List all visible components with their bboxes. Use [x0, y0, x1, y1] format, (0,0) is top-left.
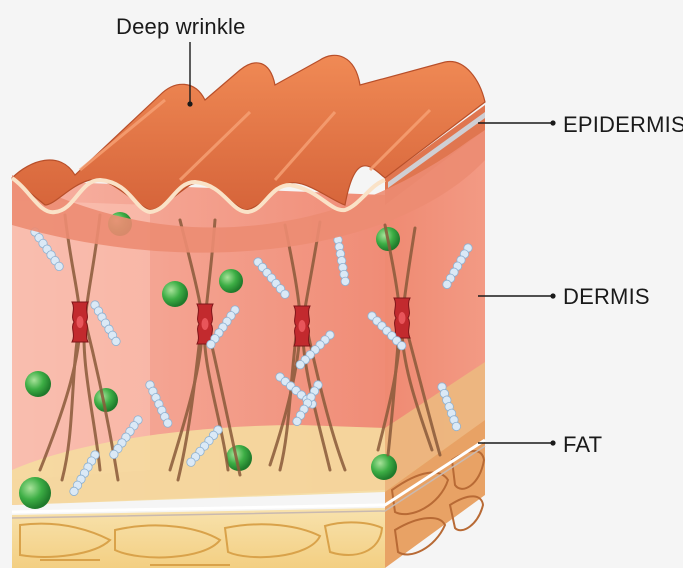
green-cell-icon: [162, 281, 188, 307]
fat-label: FAT: [563, 432, 602, 458]
epidermis-label: EPIDERMIS: [563, 112, 683, 138]
fibroblast-icon: [72, 302, 88, 342]
green-cell-icon: [371, 454, 397, 480]
deep-wrinkle-label: Deep wrinkle: [116, 14, 246, 40]
fibroblast-icon: [294, 306, 310, 346]
fibroblast-icon: [394, 298, 410, 338]
green-cell-icon: [25, 371, 51, 397]
dermis-label: DERMIS: [563, 284, 650, 310]
green-cell-icon: [19, 477, 51, 509]
green-cell-icon: [219, 269, 243, 293]
